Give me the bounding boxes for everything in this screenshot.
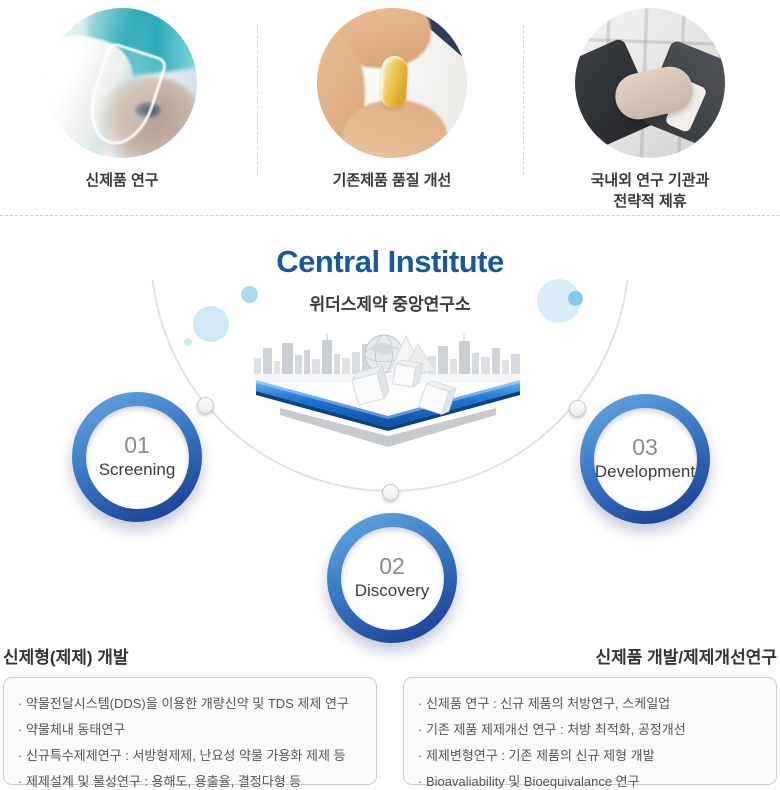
city-skyline-arrow-graphic: [254, 333, 520, 447]
list-item: · 제제설계 및 물성연구 : 용해도, 용출율, 결정다형 등: [18, 774, 302, 789]
page-subtitle: 위더스제약 중앙연구소: [309, 295, 471, 314]
bubble-decoration: [568, 291, 583, 306]
connector-dot: [382, 484, 399, 501]
bubble-decoration: [184, 338, 192, 346]
feature-strategic-alliance: 국내외 연구 기관과 전략적 제휴: [550, 8, 750, 212]
connector-dot: [197, 397, 214, 414]
blue-arrow-graphic: [256, 380, 520, 431]
cube-icon: [350, 364, 390, 406]
bubble-decoration: [241, 286, 258, 303]
step-circle-development: 03 Development: [580, 394, 710, 524]
pill-quality-photo: [317, 8, 467, 158]
researcher-eye-shape: [135, 102, 161, 118]
connector-dot: [569, 400, 586, 417]
list-item: · 약물체내 동태연구: [18, 722, 126, 737]
vertical-dashed-divider: [523, 25, 524, 175]
list-item: · 신규특수제제연구 : 서방형제제, 난요성 약물 가용화 제제 등: [18, 748, 346, 763]
cube-icon: [417, 380, 458, 416]
formulation-development-box: · 약물전달시스템(DDS)을 이용한 개량신약 및 TDS 제제 연구 · 약…: [3, 677, 377, 789]
section-heading-product-improvement: 신제품 개발/제제개선연구: [595, 648, 778, 667]
section-heading-formulation-development: 신제형(제제) 개발: [3, 648, 129, 667]
lab-research-photo: [47, 8, 197, 158]
capsule-icon: [379, 55, 409, 109]
cube-icon: [391, 359, 424, 389]
handshake-photo: [575, 8, 725, 158]
step-circle-discovery: 02 Discovery: [327, 513, 457, 643]
feature-caption: 국내외 연구 기관과 전략적 제휴: [590, 172, 710, 210]
feature-new-product-research: 신제품 연구: [22, 8, 222, 191]
list-item: · 제제변형연구 : 기존 제품의 신규 제형 개발: [418, 748, 655, 763]
step-number: 02: [379, 553, 405, 579]
step-label: Screening: [98, 460, 176, 479]
step-number: 01: [124, 432, 150, 458]
page-title: Central Institute: [276, 244, 504, 279]
step-number: 03: [632, 434, 658, 460]
skyline-reflection: [254, 374, 520, 383]
step-label: Development: [594, 462, 696, 481]
product-improvement-box: · 신제품 연구 : 신규 제품의 처방연구, 스케일업 · 기존 제품 제제개…: [403, 677, 777, 789]
gray-chevron: [280, 408, 496, 447]
list-item: · Bioavaliability 및 Bioequivalance 연구: [418, 774, 640, 789]
feature-quality-improvement: 기존제품 품질 개선: [292, 8, 492, 191]
bubble-decoration: [193, 306, 229, 342]
thumb-shape: [343, 100, 447, 158]
step-label: Discovery: [354, 581, 430, 600]
list-item: · 신제품 연구 : 신규 제품의 처방연구, 스케일업: [418, 696, 671, 711]
list-item: · 약물전달시스템(DDS)을 이용한 개량신약 및 TDS 제제 연구: [18, 696, 349, 711]
step-circle-screening: 01 Screening: [72, 392, 202, 522]
step-circle-inner: 01 Screening: [85, 405, 189, 509]
horizontal-dashed-divider: [0, 215, 780, 216]
step-circle-inner: 02 Discovery: [340, 526, 444, 630]
vertical-dashed-divider: [257, 25, 258, 175]
step-circle-inner: 03 Development: [593, 407, 697, 511]
feature-caption: 신제품 연구: [85, 172, 159, 189]
feature-caption: 기존제품 품질 개선: [332, 172, 452, 189]
list-item: · 기존 제품 제제개선 연구 : 처방 최적화, 공정개선: [418, 722, 686, 737]
